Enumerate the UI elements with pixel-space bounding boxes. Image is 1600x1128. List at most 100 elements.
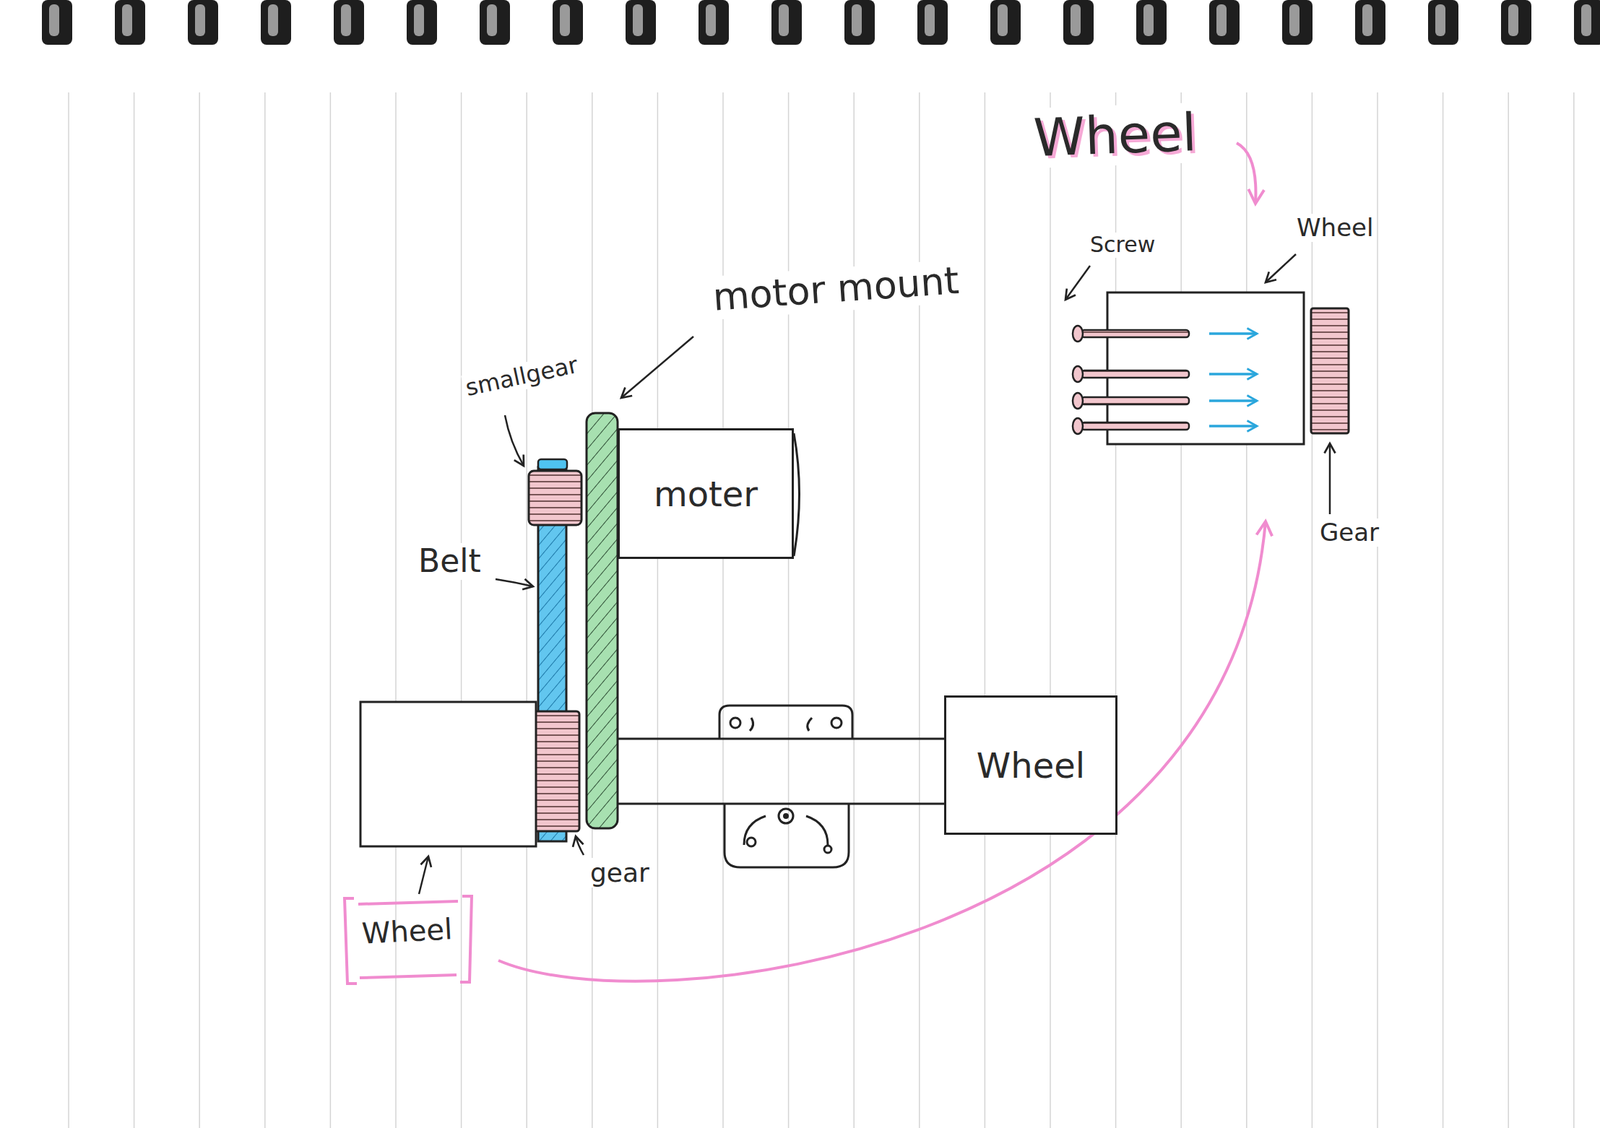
- spiral-binding-part-part: [559, 4, 570, 37]
- leader-lines-part: [575, 836, 584, 856]
- small-gear-part: [538, 459, 568, 470]
- spiral-binding-part: [1501, 0, 1532, 45]
- spiral-binding-part-part: [844, 0, 875, 45]
- spiral-binding-part: [1282, 0, 1313, 45]
- spiral-binding-part-part: [625, 0, 656, 45]
- gear-part: [530, 711, 580, 832]
- part-name: Wheel: [976, 745, 1085, 786]
- screws-part-part: [1081, 397, 1189, 405]
- part-label: Screw: [1087, 232, 1158, 258]
- screws-part-part: [1081, 422, 1189, 430]
- axle-part: [617, 738, 945, 741]
- wheel-box: Wheel: [944, 695, 1118, 836]
- motor-end: [793, 433, 800, 557]
- spiral-binding-part: [333, 0, 365, 45]
- spiral-binding-part-part: [1581, 4, 1592, 37]
- spiral-binding-part: [1209, 0, 1240, 45]
- pink-arrows-part: [498, 521, 1266, 982]
- spiral-binding-part-part: [406, 0, 438, 45]
- axle-mount-part: [719, 705, 853, 739]
- axle-mount-part: [746, 837, 756, 847]
- pink-brackets-part: [460, 896, 472, 983]
- leader-lines-part: [1265, 254, 1296, 283]
- ruled-lines-part: [525, 92, 528, 1128]
- spiral-binding-part: [698, 0, 729, 45]
- part-label: Gear: [1317, 518, 1382, 547]
- motor-end-part: [793, 433, 800, 557]
- wheel-detail-box-part: [1107, 292, 1304, 445]
- axle-part: [617, 803, 945, 806]
- pink-brackets-part: [359, 975, 457, 979]
- axle-mount-part: [807, 718, 812, 732]
- ruled-lines-part: [133, 92, 136, 1128]
- ruled-lines-part: [1311, 92, 1314, 1128]
- screws-part-part: [1081, 370, 1189, 378]
- spiral-binding: [41, 0, 1600, 45]
- pink-brackets-part: [344, 898, 357, 984]
- ruled-lines-part: [395, 92, 397, 1128]
- spiral-binding-part-part: [49, 4, 60, 37]
- leader-lines-part: [1329, 443, 1332, 515]
- spiral-binding-part-part: [1143, 4, 1154, 37]
- ruled-lines-part: [722, 92, 724, 1128]
- spiral-binding-part-part: [1063, 0, 1094, 45]
- spiral-binding-part: [187, 0, 219, 45]
- ruled-lines-part: [67, 92, 70, 1128]
- spiral-binding-part: [1063, 0, 1094, 45]
- spiral-binding-part-part: [1216, 4, 1227, 37]
- detail-gear: [1311, 308, 1349, 434]
- ruled-lines-part: [1376, 92, 1379, 1128]
- wheel-box: [360, 702, 536, 847]
- screws-part-part: [1209, 332, 1257, 336]
- spiral-binding-part-part: [1428, 0, 1459, 45]
- screws-part: [1072, 366, 1257, 383]
- ruled-lines-part: [1573, 92, 1575, 1128]
- part-name: moter: [653, 473, 758, 515]
- spiral-binding-part-part: [552, 0, 583, 45]
- spiral-binding-part-part: [122, 4, 133, 37]
- ruled-lines-part: [1442, 92, 1444, 1128]
- axle-mount-part: [831, 718, 842, 729]
- motor-box: moter: [617, 428, 794, 560]
- ruled-lines-part: [1507, 92, 1509, 1128]
- wheel-box-part: [360, 702, 536, 847]
- spiral-binding-part-part: [1289, 4, 1300, 37]
- spiral-binding-part: [41, 0, 73, 45]
- screws-part-part: [1209, 372, 1257, 376]
- spiral-binding-part: [771, 0, 802, 45]
- spiral-binding-part: [114, 0, 146, 45]
- spiral-binding-part-part: [851, 4, 862, 37]
- part-label: Wheel: [1294, 213, 1376, 242]
- spiral-binding-part-part: [41, 0, 73, 45]
- part-label: smallgear: [460, 351, 583, 402]
- pink-arrows: [498, 143, 1266, 982]
- screws-part: [1072, 418, 1257, 435]
- wheel-detail-box: [1107, 292, 1304, 445]
- screws-part-part: [1209, 399, 1257, 403]
- spiral-binding-part-part: [1282, 0, 1313, 45]
- screws-part: [1072, 392, 1257, 409]
- spiral-binding-part-part: [479, 0, 510, 45]
- axle-mount-part: [806, 816, 828, 846]
- spiral-binding-part-part: [340, 4, 352, 37]
- spiral-binding-part-part: [1136, 0, 1167, 45]
- spiral-binding-part: [917, 0, 948, 45]
- spiral-binding-part-part: [1501, 0, 1532, 45]
- leader-lines: [418, 254, 1330, 895]
- ruled-lines: [68, 92, 1574, 1128]
- spiral-binding-part-part: [1355, 0, 1386, 45]
- screws-part-part: [1072, 392, 1083, 409]
- spiral-binding-part-part: [1435, 4, 1446, 37]
- ruled-lines-part: [788, 92, 790, 1128]
- axle-mount-part: [824, 845, 832, 854]
- spiral-binding-part-part: [990, 0, 1021, 45]
- spiral-binding-part-part: [1573, 0, 1600, 45]
- spiral-binding-part: [1355, 0, 1386, 45]
- spiral-binding-part-part: [705, 4, 716, 37]
- motor-mount: [586, 413, 618, 829]
- detail-gear-part: [1311, 308, 1349, 434]
- spiral-binding-part-part: [771, 0, 802, 45]
- spiral-binding-part-part: [698, 0, 729, 45]
- leader-lines-part: [495, 579, 534, 587]
